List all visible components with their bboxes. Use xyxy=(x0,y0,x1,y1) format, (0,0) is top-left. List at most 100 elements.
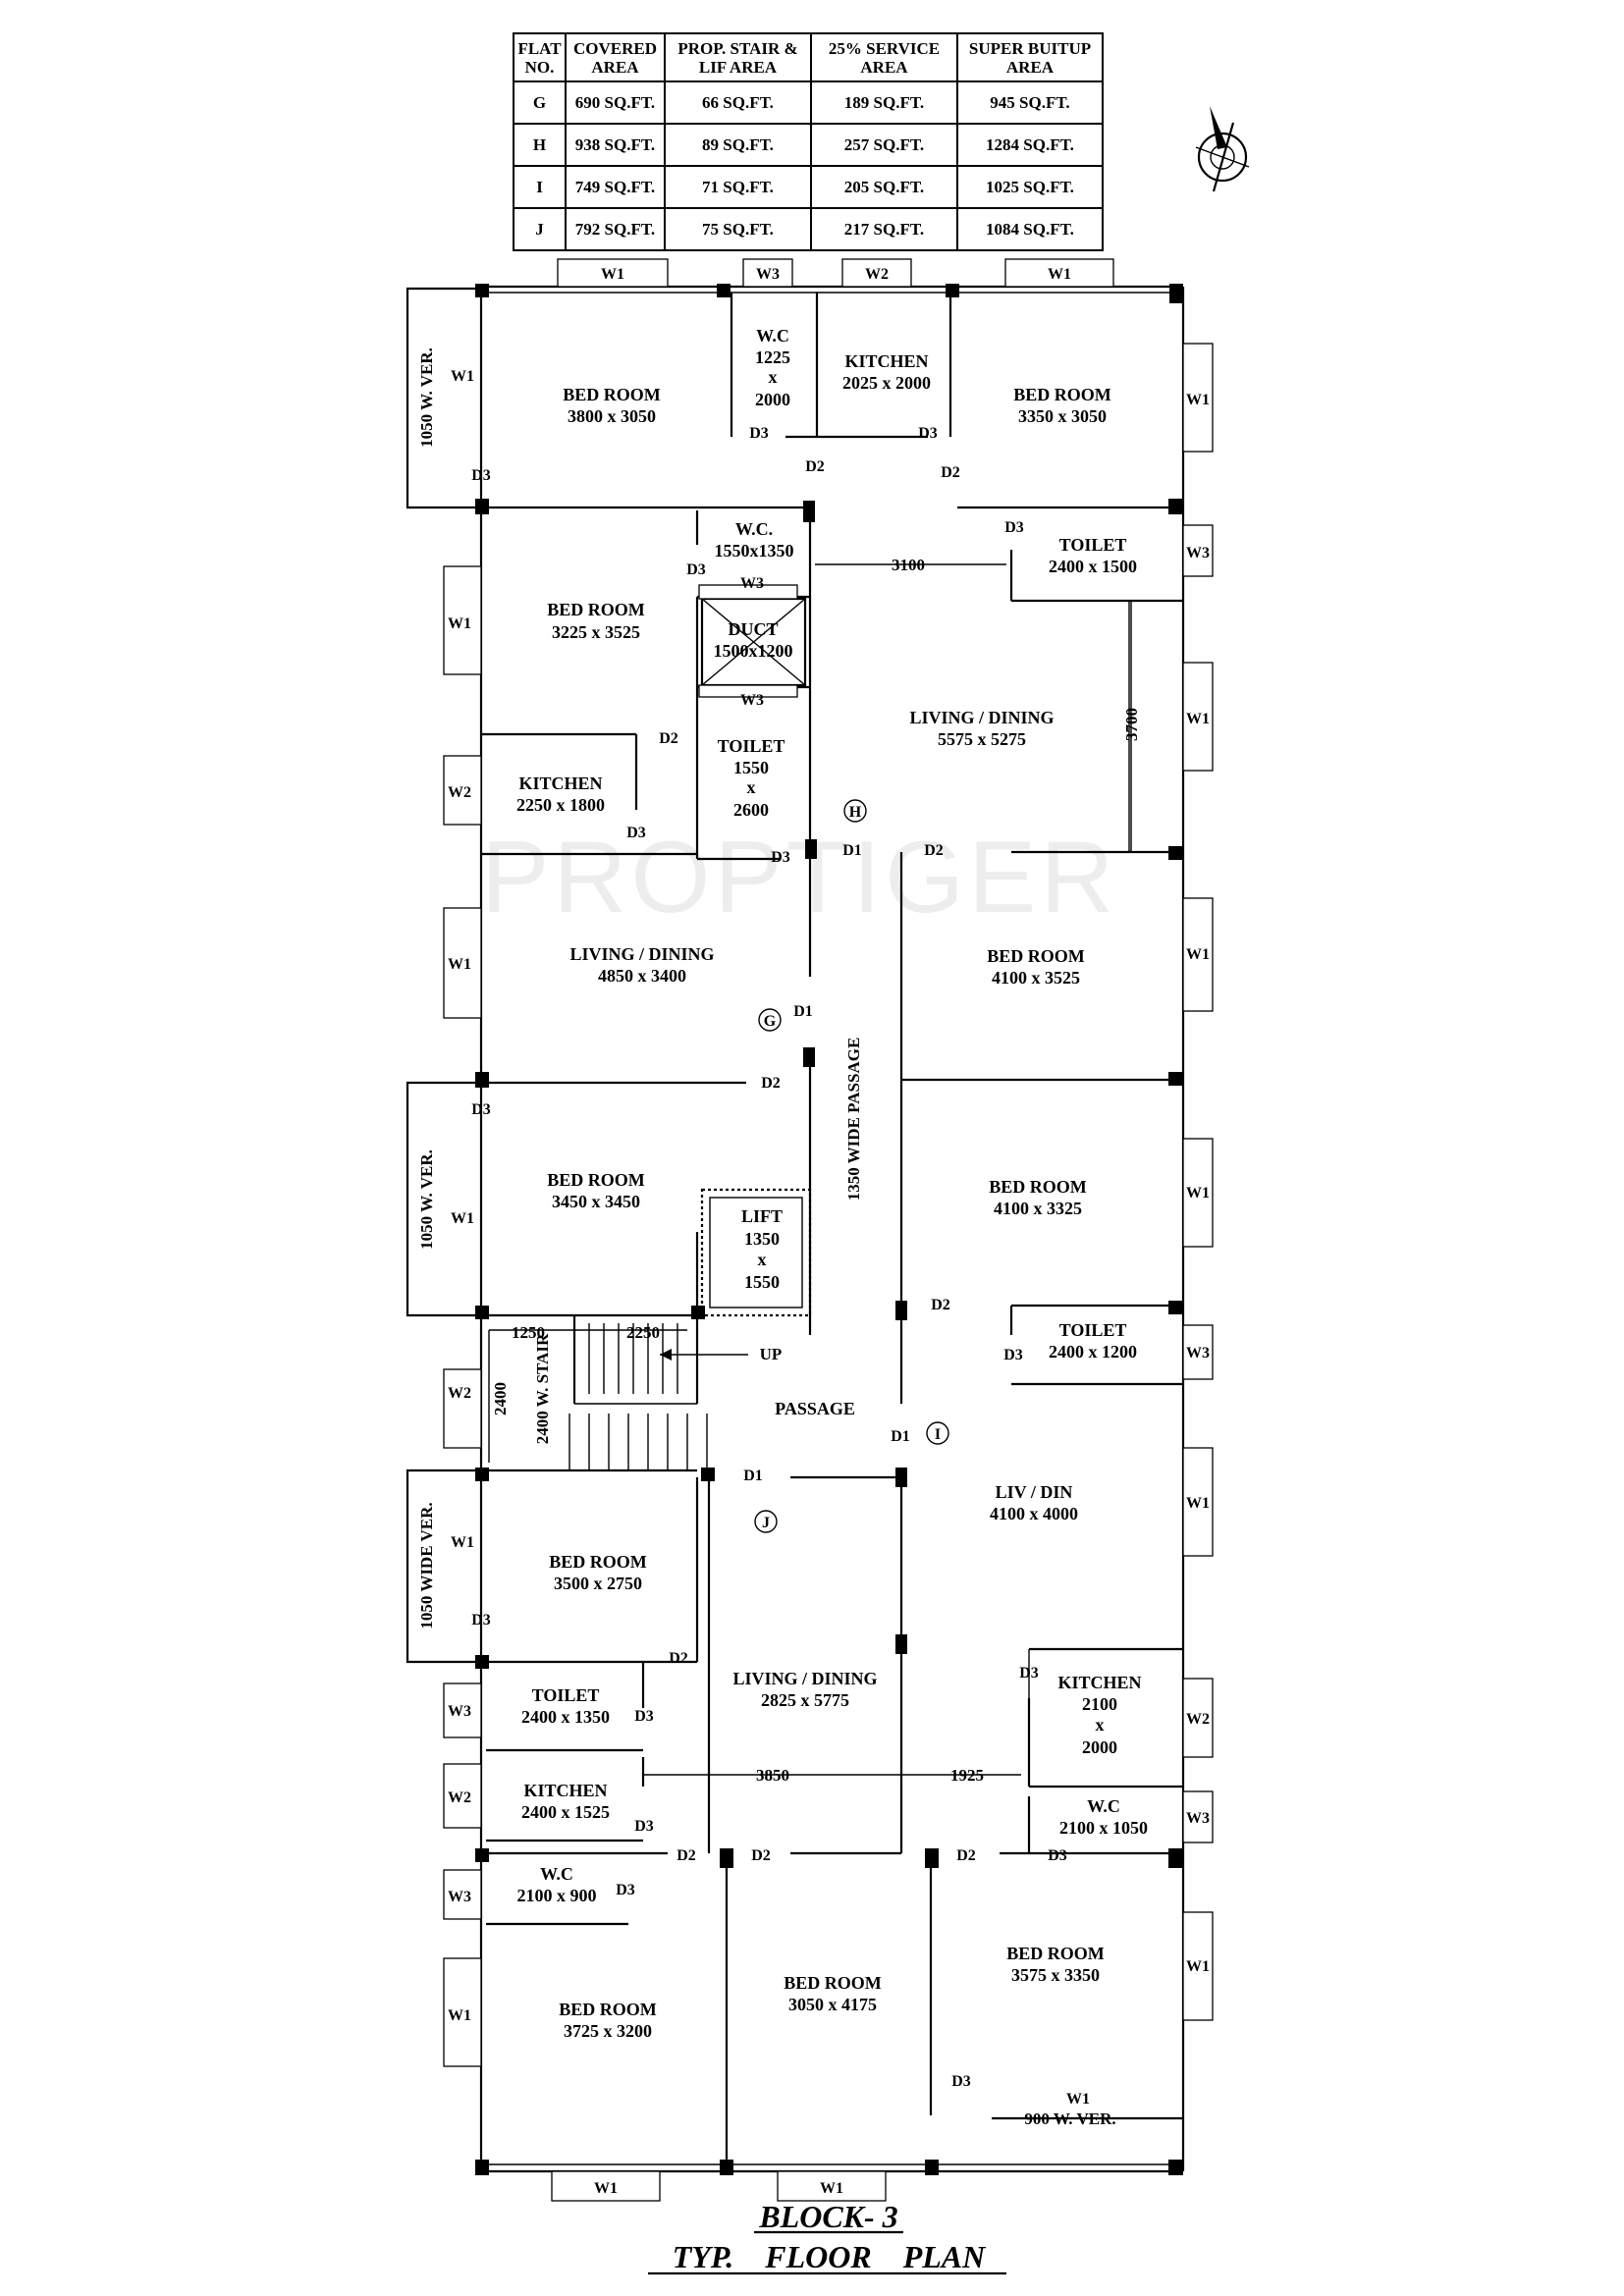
window-w1-bottom-1 xyxy=(551,2170,661,2202)
door-tag: D3 xyxy=(1003,1347,1023,1363)
window-w1-right-1 xyxy=(1182,343,1214,453)
structural-columns xyxy=(475,284,1183,2175)
staircase xyxy=(568,1315,748,1470)
table-row: H 938 SQ.FT. 89 SQ.FT. 257 SQ.FT. 1284 S… xyxy=(513,123,1104,167)
window-tag: W1 xyxy=(451,368,474,385)
room-g-kitchen1-name: KITCHEN xyxy=(844,351,928,371)
watermark: PROPTIGER xyxy=(481,821,1118,934)
window-tag: W1 xyxy=(1066,2091,1090,2108)
dimension-1925: 1925 xyxy=(950,1766,984,1785)
door-tag: D3 xyxy=(771,849,790,866)
window-w1-bottom-2 xyxy=(777,2170,887,2202)
window-tag: W1 xyxy=(1186,1185,1210,1201)
dimension-2250: 2250 xyxy=(626,1323,660,1342)
dimension-3700: 3700 xyxy=(1122,708,1141,741)
room-g-wc1-size2: 2000 xyxy=(755,390,790,409)
room-lift-x: x xyxy=(758,1250,767,1269)
table-cell: H xyxy=(513,123,567,167)
table-cell: 217 SQ.FT. xyxy=(810,207,958,251)
table-cell: 792 SQ.FT. xyxy=(565,207,666,251)
room-g-wc1-x: x xyxy=(769,367,778,387)
window-w3-left-2 xyxy=(443,1869,482,1920)
window-tag: W2 xyxy=(865,266,889,283)
door-tag: D3 xyxy=(616,1882,635,1898)
window-w3-top xyxy=(742,258,793,288)
room-g-bed3-size: 3450 x 3450 xyxy=(552,1192,640,1211)
room-j-wc-name: W.C xyxy=(540,1864,573,1884)
verandah-900-label: 900 W. VER. xyxy=(1024,2109,1115,2128)
table-cell: 1284 SQ.FT. xyxy=(956,123,1104,167)
table-cell: 189 SQ.FT. xyxy=(810,80,958,125)
stair-width-label: 2400 W. STAIR xyxy=(533,1333,552,1444)
room-h-bed2-size: 4100 x 3525 xyxy=(992,968,1080,988)
window-w3-right-1 xyxy=(1182,524,1214,577)
dimension-3850: 3850 xyxy=(756,1766,789,1785)
window-w2-left-1 xyxy=(443,755,482,826)
dimension-1250: 1250 xyxy=(512,1323,545,1342)
room-j-bed3-name: BED ROOM xyxy=(784,1973,882,1993)
room-i-kitchen-size: 2100 xyxy=(1082,1694,1117,1714)
room-h-living-name: LIVING / DINING xyxy=(909,708,1054,727)
room-j-toilet-size: 2400 x 1350 xyxy=(521,1707,610,1727)
door-tag: D3 xyxy=(626,825,646,841)
window-tag: W1 xyxy=(451,1210,474,1227)
room-h-living-size: 5575 x 5275 xyxy=(938,729,1026,749)
plan-title: BLOCK- 3 TYP. FLOOR PLAN xyxy=(648,2199,1006,2275)
table-cell: 71 SQ.FT. xyxy=(664,165,812,209)
room-g-bed1-size: 3800 x 3050 xyxy=(568,406,656,426)
window-w1-left-1 xyxy=(443,565,482,675)
flat-marker-g: G xyxy=(764,1013,777,1030)
room-j-kitchen-size: 2400 x 1525 xyxy=(521,1802,610,1822)
verandah-label-middle: 1050 W. VER. xyxy=(417,1149,436,1250)
door-tag: D2 xyxy=(805,458,825,475)
room-toilet-mid-x: x xyxy=(747,777,756,797)
room-g-bed1-name: BED ROOM xyxy=(563,385,661,404)
room-i-wc-size: 2100 x 1050 xyxy=(1059,1818,1148,1838)
window-w2-left-3 xyxy=(443,1763,482,1829)
door-tag: D2 xyxy=(956,1847,976,1864)
door-tag: D1 xyxy=(793,1003,813,1020)
window-tag: W2 xyxy=(448,1385,471,1402)
window-tag: W1 xyxy=(1186,392,1210,408)
window-tag: W1 xyxy=(601,266,624,283)
door-tag: D3 xyxy=(471,1101,491,1118)
room-i-toilet-name: TOILET xyxy=(1059,1320,1127,1340)
window-w1-right-6 xyxy=(1182,1911,1214,2021)
table-cell: J xyxy=(513,207,567,251)
room-g-wc2-size: 1550x1350 xyxy=(715,541,794,561)
door-tag: D3 xyxy=(749,425,769,442)
window-w1-top-right xyxy=(1004,258,1114,288)
table-cell: 89 SQ.FT. xyxy=(664,123,812,167)
room-toilet-mid-size2: 2600 xyxy=(733,800,769,820)
room-j-living-size: 2825 x 5775 xyxy=(761,1690,849,1710)
door-tag: D3 xyxy=(686,561,706,578)
interior-walls xyxy=(481,293,1183,2164)
door-tag: D3 xyxy=(951,2073,971,2090)
room-i-bed2-name: BED ROOM xyxy=(1006,1944,1105,1963)
door-tag: D3 xyxy=(918,425,938,442)
room-g-bed2-size: 3225 x 3525 xyxy=(552,622,640,642)
stair-up-label: UP xyxy=(760,1345,783,1363)
window-w3-left-1 xyxy=(443,1682,482,1738)
flat-markers: H G I J xyxy=(754,799,949,1533)
table-cell: 205 SQ.FT. xyxy=(810,165,958,209)
room-labels: BED ROOM 3800 x 3050 W.C 1225 x 2000 KIT… xyxy=(516,326,1148,2041)
window-tag: W1 xyxy=(1048,266,1071,283)
door-tag: D2 xyxy=(669,1650,688,1667)
window-w1-left-2 xyxy=(443,907,482,1019)
room-j-bed1-name: BED ROOM xyxy=(549,1552,647,1572)
room-j-bed1-size: 3500 x 2750 xyxy=(554,1574,642,1593)
door-tag: D3 xyxy=(471,467,491,484)
room-g-bed2-name: BED ROOM xyxy=(547,600,645,619)
window-w3-duct-top xyxy=(698,584,798,600)
door-tags: D3 D3 D3 D2 D2 D3 D3 D2 D3 D3 D1 D2 D1 D… xyxy=(471,425,1067,2090)
window-tag: W1 xyxy=(1186,946,1210,963)
room-g-wc2-name: W.C. xyxy=(735,519,773,539)
dimension-2400: 2400 xyxy=(491,1382,510,1415)
title-block: BLOCK- 3 xyxy=(758,2199,897,2234)
window-tag: W1 xyxy=(594,2180,618,2197)
window-w1-left-3 xyxy=(443,1957,482,2067)
